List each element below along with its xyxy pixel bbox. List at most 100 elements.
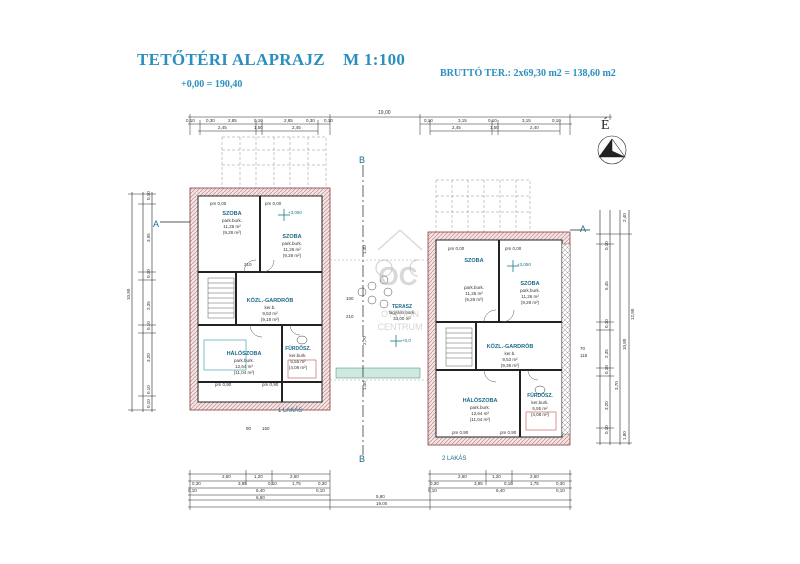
dim-top-l2-0: 2,45	[218, 125, 227, 130]
dim-right-8: 3,20	[604, 401, 609, 410]
dim-bot-overall: 19,00	[376, 501, 388, 506]
a1-room2-finish: park.burk.	[282, 241, 302, 246]
watermark-initials: OC	[379, 261, 418, 291]
dim-right-7: 0,10	[604, 425, 609, 434]
dim-top-l2-1: 1,50	[254, 125, 263, 130]
a1-bedroom-finish: park.burk.	[234, 358, 254, 363]
a1-room1-finish: park.burk.	[222, 218, 242, 223]
a1-corridor-finish: ker.b.	[264, 305, 275, 310]
dim-top-l1-6: 0,10	[324, 118, 333, 123]
a1-level: +3,050	[288, 210, 302, 215]
a1-bedroom-area: 12,64 m²	[235, 364, 253, 369]
dim-bot-l2-1: 3,95	[238, 481, 247, 486]
a2-room2-area: 11,26 m²	[521, 294, 539, 299]
a1-bedroom-name: HÁLÓSZOBA	[227, 349, 262, 357]
a1-bath-net: (4,08 m²)	[289, 365, 308, 370]
dim-bot-r2-3: 1,75	[530, 481, 539, 486]
dim-top-r2-2: 2,40	[530, 125, 539, 130]
dim-left-6: 0,10	[146, 385, 151, 394]
a2-pm1: pm 0,00	[448, 246, 465, 251]
a1-corridor-name: KÖZL.-GARDRÓB	[247, 296, 294, 304]
a2-room2-net: (9,28 m²)	[521, 300, 540, 305]
dim-left-0: 0,10	[146, 191, 151, 200]
section-a-right: A	[580, 224, 586, 234]
dim-top-r1-3: 3,15	[522, 118, 531, 123]
a1-room1-name: SZOBA	[222, 211, 241, 217]
dim-right-5: 0,10	[604, 365, 609, 374]
plan-title: TETŐTÉRI ALAPRAJZ M 1:100	[137, 50, 405, 70]
a2-pm4: pm 0,90	[500, 430, 517, 435]
dim-top-r2-0: 2,45	[452, 125, 461, 130]
dim-top-r1-4: 0,10	[552, 118, 561, 123]
a1-corridor-area: 9,53 m²	[262, 311, 278, 316]
dim-right-10: 10,80	[622, 338, 627, 350]
misc-l4: 210	[244, 262, 252, 267]
a1-pm4: pm 0,90	[262, 382, 279, 387]
dim-right-3: 0,10	[604, 319, 609, 328]
dim-top-l1-1: 0,30	[206, 118, 215, 123]
a2-corridor-area: 9,53 m²	[502, 357, 518, 362]
section-a-left: A	[153, 219, 159, 229]
dim-bot-r1-1: 1,20	[492, 474, 501, 479]
dim-top-l1-4: 2,85	[284, 118, 293, 123]
a1-bath-area: 5,55 m²	[290, 359, 306, 364]
dim-bot-r3-1: 6,40	[496, 488, 505, 493]
dim-left-7: 3,20	[146, 353, 151, 362]
dim-top-r2-1: 1,50	[490, 125, 499, 130]
a1-bath-name: FÜRDŐSZ.	[285, 345, 311, 352]
a1-pm2: pm 0,00	[265, 201, 282, 206]
a2-bedroom-area: 12,64 m²	[471, 411, 489, 416]
section-b-top: B	[359, 155, 365, 165]
dim-bot-r2-4: 0,30	[556, 481, 565, 486]
dim-right-9: 12,90	[630, 308, 635, 320]
dim-top-overall: 19,00	[378, 110, 391, 116]
a2-room1-finish: park.burk.	[464, 285, 484, 290]
dim-bot-l1-0: 2,60	[222, 474, 231, 479]
dim-left-2: 0,10	[146, 269, 151, 278]
dim-right-11: 1,80	[622, 431, 627, 440]
dim-right-0: 2,40	[622, 213, 627, 222]
dim-left-8: 0,10	[146, 399, 151, 408]
dim-right-1: 0,10	[604, 241, 609, 250]
dim-right-6: 3,70	[614, 381, 619, 390]
terrace-level: +0,0	[402, 338, 411, 343]
a1-pm3: pm 0,90	[215, 382, 232, 387]
a2-bath-name: FÜRDŐSZ.	[527, 392, 553, 399]
a2-name: 2 LAKÁS	[442, 455, 466, 462]
dim-bot-left-total: 6,60	[256, 495, 265, 500]
gross-area-note: BRUTTÓ TER.: 2x69,30 m2 = 138,60 m2	[440, 68, 616, 79]
a1-name: 1 LAKÁS	[278, 407, 302, 414]
misc-l6: 118	[580, 353, 588, 358]
misc-l8: 1,40	[362, 245, 367, 254]
terrace-area: 33,00 m²	[393, 316, 411, 321]
a2-room1-net: (9,28 m²)	[465, 297, 484, 302]
dim-left-1: 3,95	[146, 233, 151, 242]
a1-room1-area: 11,26 m²	[223, 224, 241, 229]
dim-top-r1-1: 3,15	[458, 118, 467, 123]
watermark-line1: OTTHON	[381, 309, 419, 319]
dim-top-l1-5: 0,30	[306, 118, 315, 123]
a1-room2-area: 11,26 m²	[283, 247, 301, 252]
a2-room2-finish: park.burk.	[520, 288, 540, 293]
dim-top-l1-3: 0,10	[254, 118, 263, 123]
title-text: TETŐTÉRI ALAPRAJZ	[137, 50, 325, 69]
dim-left-3: 10,90	[126, 288, 131, 300]
a2-bedroom-finish: park.burk.	[470, 405, 490, 410]
a1-room2-name: SZOBA	[282, 234, 301, 240]
dim-bot-r2-0: 0,30	[430, 481, 439, 486]
watermark-line2: CENTRUM	[378, 322, 423, 332]
section-b-bottom: B	[359, 454, 365, 464]
a2-room1-name: SZOBA	[464, 258, 483, 264]
terrace-name: TERASZ	[392, 304, 412, 310]
scale-text: M 1:100	[343, 50, 406, 69]
a1-room2-net: (9,28 m²)	[283, 253, 302, 258]
a2-pm3: pm 0,90	[452, 430, 469, 435]
misc-l9: 2,70	[362, 336, 367, 345]
dim-bot-r1-2: 2,60	[530, 474, 539, 479]
dim-bot-l1-2: 2,60	[290, 474, 299, 479]
dim-bot-r2-2: 0,10	[504, 481, 513, 486]
a2-corridor-finish: ker.b.	[504, 351, 515, 356]
dim-bot-middle: 5,80	[376, 494, 385, 499]
a2-corridor-net: (9,36 m²)	[501, 363, 520, 368]
